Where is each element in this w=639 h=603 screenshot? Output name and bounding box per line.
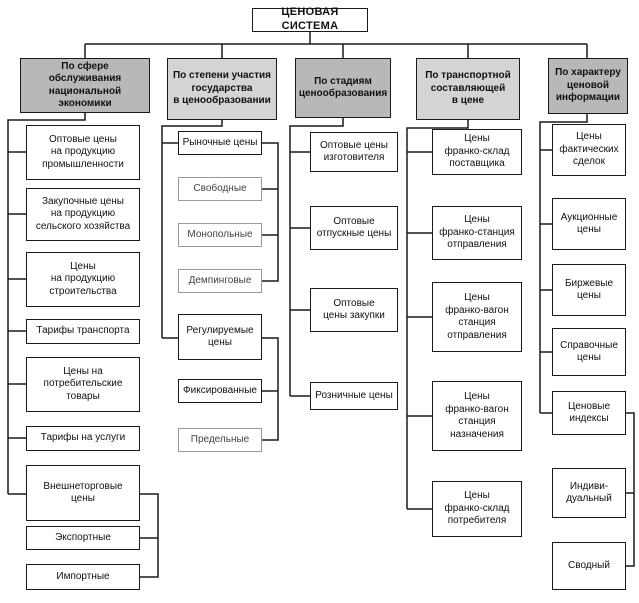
item-fco-consumer-warehouse: Цены франко-склад потребителя [432, 481, 522, 537]
item-consumer-goods-prices: Цены на потребительские товары [26, 357, 140, 412]
item-dumping-prices: Демпинговые [178, 269, 262, 293]
item-export-prices: Экспортные [26, 526, 140, 550]
item-import-prices: Импортные [26, 564, 140, 590]
item-fco-wagon-departure-station: Цены франко-вагон станция отправления [432, 282, 522, 352]
category-header-transport-component: По транспортной составляющей в цене [416, 58, 520, 120]
item-ceiling-prices: Предельные [178, 428, 262, 452]
item-retail-prices: Розничные цены [310, 382, 398, 410]
item-composite-index: Сводный [552, 542, 626, 590]
item-price-indices: Ценовые индексы [552, 391, 626, 435]
item-fco-departure-station: Цены франко-станция отправления [432, 206, 522, 260]
item-monopoly-prices: Монопольные [178, 223, 262, 247]
root-node: ЦЕНОВАЯ СИСТЕМА [252, 6, 368, 32]
item-foreign-trade-prices: Внешнеторговые цены [26, 465, 140, 521]
item-market-prices: Рыночные цены [178, 131, 262, 155]
item-reference-prices: Справочные цены [552, 328, 626, 376]
item-fco-wagon-destination-station: Цены франко-вагон станция назначения [432, 381, 522, 451]
item-wholesale-purchase-prices: Оптовые цены закупки [310, 288, 398, 332]
item-industrial-wholesale-prices: Оптовые цены на продукцию промышленности [26, 125, 140, 180]
item-agricultural-purchase-prices: Закупочные цены на продукцию сельского х… [26, 188, 140, 241]
category-header-state-participation: По степени участия государства в ценообр… [167, 58, 277, 120]
item-regulated-prices: Регулируемые цены [178, 314, 262, 360]
item-construction-prices: Цены на продукцию строительства [26, 252, 140, 307]
item-auction-prices: Аукционные цены [552, 198, 626, 250]
item-exchange-prices: Биржевые цены [552, 264, 626, 316]
item-fco-supplier-warehouse: Цены франко-склад поставщика [432, 129, 522, 175]
item-fixed-prices: Фиксированные [178, 379, 262, 403]
category-header-economy-sector: По сфере обслуживания национальной эконо… [20, 58, 150, 113]
item-wholesale-release-prices: Оптовые отпускные цены [310, 206, 398, 250]
item-service-tariffs: Тарифы на услуги [26, 426, 140, 451]
item-individual-index: Индиви- дуальный [552, 468, 626, 518]
category-header-price-information: По характеру ценовой информации [548, 58, 628, 114]
item-free-prices: Свободные [178, 177, 262, 201]
item-actual-deal-prices: Цены фактических сделок [552, 124, 626, 176]
item-manufacturer-wholesale-prices: Оптовые цены изготовителя [310, 132, 398, 172]
item-transport-tariffs: Тарифы транспорта [26, 319, 140, 344]
category-header-pricing-stages: По стадиям ценообразования [295, 58, 391, 118]
